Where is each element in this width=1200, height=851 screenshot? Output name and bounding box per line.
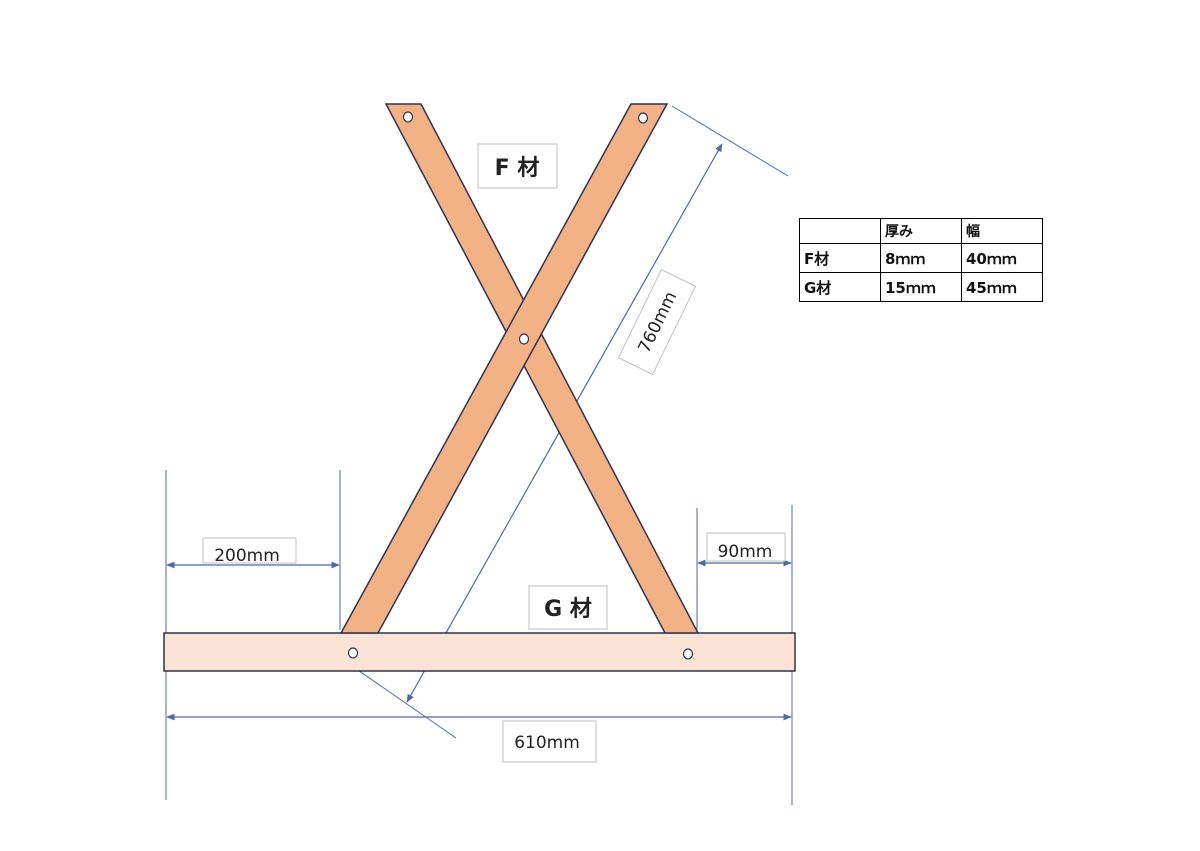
extension-lines [165, 105, 793, 805]
spec-cell-g-name: G材 [799, 272, 881, 302]
g-part-label: G 材 [528, 585, 608, 630]
spec-header-width: 幅 [961, 218, 1043, 244]
spec-header-thickness: 厚み [880, 218, 962, 244]
spec-cell-g-thickness: 15ｍｍ [880, 272, 962, 302]
spec-header-blank [799, 218, 881, 244]
f-part-label-text: F 材 [495, 156, 540, 181]
spec-cell-f-name: F材 [799, 243, 881, 273]
spec-table: 厚み 幅 F材 8ｍｍ 40ｍｍ G材 15ｍｍ 45ｍｍ [799, 218, 1043, 302]
g-part-label-text: G 材 [544, 597, 592, 622]
f-part-bar-back [384, 103, 700, 634]
dim-label-760: 760mm [617, 268, 697, 376]
bolt-holes [347, 111, 694, 660]
dim-label-200-text: 200mm [214, 546, 280, 566]
dim-label-200: 200mm [202, 537, 297, 566]
f-part-label: F 材 [477, 143, 558, 189]
f-part-bar-front [339, 103, 669, 634]
g-part-board [163, 632, 796, 672]
dim-label-610: 610mm [502, 720, 597, 763]
spec-table-header-row: 厚み 幅 [799, 218, 1043, 244]
spec-cell-f-thickness: 8ｍｍ [880, 243, 962, 273]
hole-top-right [637, 112, 649, 124]
dim-label-90: 90mm [706, 532, 786, 562]
spec-table-row-g: G材 15ｍｍ 45ｍｍ [799, 272, 1043, 302]
dim-label-610-text: 610mm [514, 733, 580, 753]
hole-base-right [682, 648, 694, 660]
hole-center-pivot [518, 333, 530, 345]
hole-top-left [402, 111, 414, 123]
spec-cell-g-width: 45ｍｍ [961, 272, 1043, 302]
dim-label-90-text: 90mm [718, 542, 773, 562]
hole-base-left [347, 647, 359, 659]
spec-table-row-f: F材 8ｍｍ 40ｍｍ [799, 243, 1043, 273]
spec-cell-f-width: 40ｍｍ [961, 243, 1043, 273]
